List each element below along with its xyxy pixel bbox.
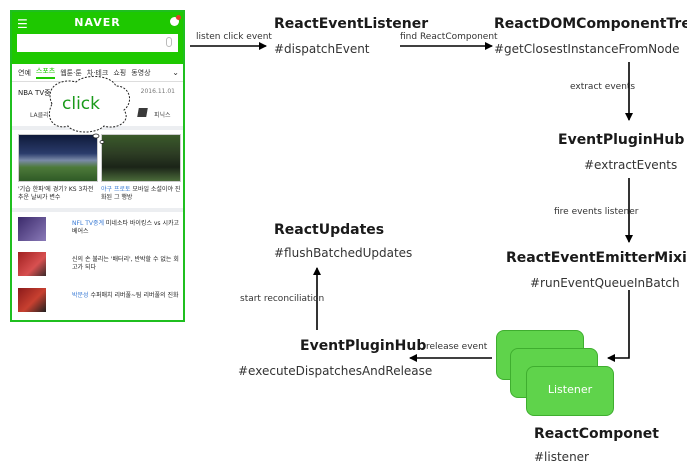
tab-entertainment[interactable]: 연예 <box>18 68 31 77</box>
node-event-plugin-hub-top-method: #extractEvents <box>584 158 678 172</box>
node-react-dom-component-tree-method: #getClosestInstanceFromNode <box>494 42 680 56</box>
node-react-updates-method: #flushBatchedUpdates <box>274 246 413 260</box>
naver-logo: NAVER <box>74 16 121 29</box>
naver-header: ☰ NAVER <box>12 12 183 64</box>
tab-car-tech[interactable]: 차·테크 <box>86 68 109 77</box>
list-item[interactable]: NFL TV중계 미네소타 바이킹스 vs 시카고 베어스 <box>72 220 182 236</box>
tab-sports[interactable]: 스포츠 <box>35 66 56 79</box>
section-divider <box>12 208 183 212</box>
listener-card-front: Listener <box>526 366 614 416</box>
stadium-thumbnail[interactable] <box>18 134 98 182</box>
listener-label: Listener <box>547 383 593 396</box>
caption-right-highlight: 야구 프로토 <box>101 186 131 193</box>
edge-label-start-reconciliation: start reconciliation <box>240 294 325 304</box>
list-item-text: 수퍼매치 리버풀~팀 리버풀의 진화 <box>88 292 179 299</box>
card-date: 2016.11.01 <box>140 88 175 95</box>
card-title[interactable]: NBA TV중계 <box>18 89 57 97</box>
node-event-plugin-hub-top-title: EventPluginHub <box>558 132 685 148</box>
players-thumbnail[interactable] <box>101 134 181 182</box>
edge-label-find-react-component: find ReactComponent <box>400 32 498 42</box>
search-input[interactable] <box>17 34 178 52</box>
node-react-component-title: ReactComponet <box>534 426 659 442</box>
edge-label-fire-events-listener: fire events listener <box>554 207 639 217</box>
arrow-to-listeners <box>607 290 630 362</box>
caption-right[interactable]: 야구 프로토 모바일 소설이야 진화된 그 행방 <box>101 186 181 202</box>
list-item[interactable]: 신의 손 불리는 '배터리', 반박할 수 없는 회고가 되다 <box>72 256 182 272</box>
notification-icon[interactable] <box>170 15 181 26</box>
caption-left[interactable]: '기습 한파'에 경기? KS 3차전 추운 날씨가 변수 <box>18 186 94 201</box>
list-item-highlight: 박문성 <box>72 292 89 299</box>
node-react-dom-component-tree-title: ReactDOMComponentTree <box>494 16 687 32</box>
news-thumbnail[interactable] <box>18 252 46 276</box>
list-item-highlight: NFL TV중계 <box>72 220 104 227</box>
edge-label-extract-events: extract events <box>570 82 636 92</box>
chevron-down-icon[interactable]: ⌄ <box>172 68 179 77</box>
news-thumbnail[interactable] <box>18 217 46 241</box>
hamburger-icon[interactable]: ☰ <box>17 17 28 31</box>
team-right: 피닉스 <box>154 112 171 119</box>
node-react-event-emitter-mixin-method: #runEventQueueInBatch <box>530 276 680 290</box>
node-react-event-emitter-mixin-title: ReactEventEmitterMixin <box>506 250 687 266</box>
team-left: LA클리퍼스 <box>30 112 60 119</box>
news-thumbnail[interactable] <box>18 288 46 312</box>
list-item-text: 미네소타 바이킹스 vs 시카고 베어스 <box>72 220 180 235</box>
tab-shopping[interactable]: 쇼핑 <box>113 68 127 77</box>
edge-label-listen-click-event: listen click event <box>196 32 272 42</box>
node-react-updates-title: ReactUpdates <box>274 222 385 238</box>
list-item-text: 신의 손 불리는 '배터리', 반박할 수 없는 회고가 되다 <box>72 256 179 271</box>
node-event-plugin-hub-bottom-title: EventPluginHub <box>300 338 427 354</box>
click-callout-text: click <box>62 94 100 114</box>
node-react-event-listener-title: ReactEventListener <box>274 16 429 32</box>
edge-label-release-event: release event <box>426 342 488 352</box>
mic-icon[interactable] <box>166 37 172 47</box>
tab-video[interactable]: 동영상 <box>131 68 151 77</box>
list-item[interactable]: 박문성 수퍼매치 리버풀~팀 리버풀의 진화 <box>72 292 182 300</box>
node-event-plugin-hub-bottom-method: #executeDispatchesAndRelease <box>238 364 433 378</box>
node-react-component-method: #listener <box>534 450 589 464</box>
node-react-event-listener-method: #dispatchEvent <box>274 42 370 56</box>
tab-webtoon[interactable]: 웹툰·툰 <box>60 68 82 77</box>
caption-right-text: 모바일 소설이야 진화된 그 행방 <box>101 186 181 201</box>
